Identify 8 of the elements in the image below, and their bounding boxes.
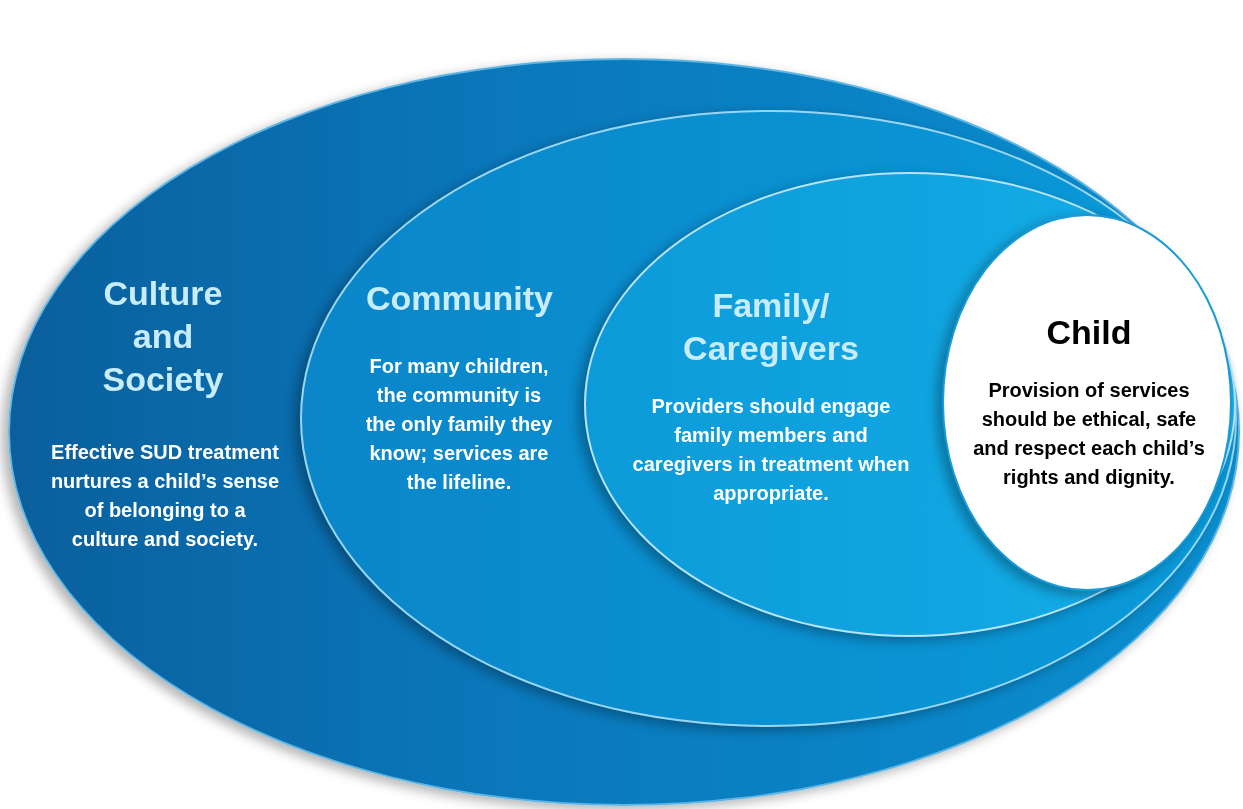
- region-description: Effective SUD treatment nurtures a child’s sense of belonging to a culture and society.: [50, 440, 280, 552]
- region-heading: Child: [1045, 312, 1133, 353]
- region-heading: Community: [365, 278, 554, 319]
- region-heading: Culture and Society: [101, 273, 225, 400]
- region-description: Provision of services should be ethical, safe and respect each child’s rights and dignity.: [972, 378, 1206, 490]
- region-description: Providers should engage family members and caregivers in treatment when appropriate.: [631, 394, 911, 506]
- region-description: For many children, the community is the only family they know; services are the lifeline.: [364, 354, 554, 495]
- region-heading: Family/ Caregivers: [682, 285, 860, 369]
